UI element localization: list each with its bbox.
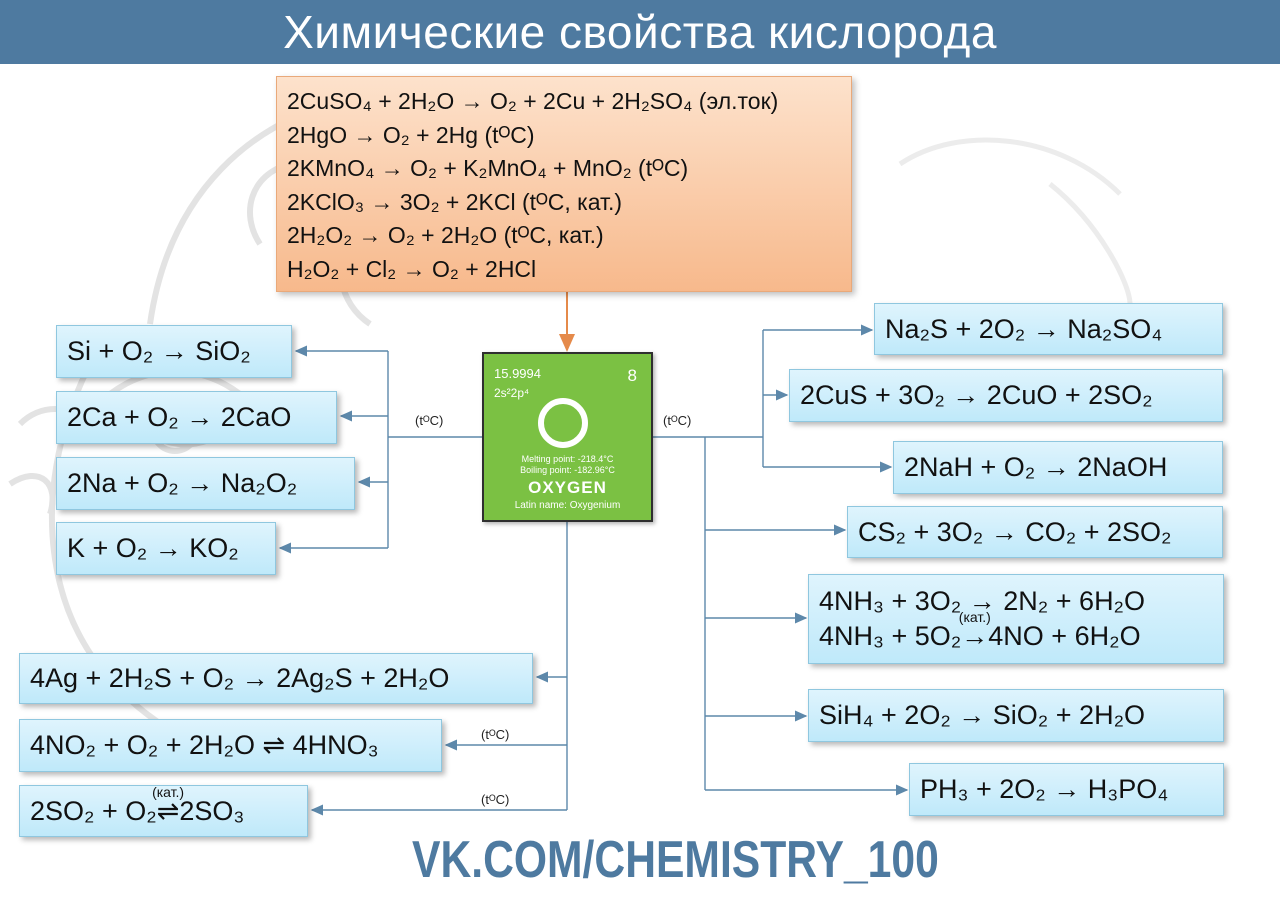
oxygen-element-tile: 15.9994 8 2s²2p⁴ Melting point: -218.4°C… — [482, 352, 653, 522]
condition-label-bottom: (tᴼC) — [481, 727, 510, 742]
reaction-line: 4NH₃ + 5O₂(кат.)→4NO + 6H₂O — [819, 610, 1141, 651]
element-symbol-o-icon — [538, 398, 588, 448]
equilibrium-arrow: ⇌ — [156, 795, 180, 826]
reaction-box: K + O₂ → KO₂ — [56, 522, 276, 575]
reaction-text: 2SO₂ + O₂ — [30, 795, 157, 826]
reaction-box: 2CuS + 3O₂ → 2CuO + 2SO₂ — [789, 369, 1223, 422]
decomposition-reaction: 2KClO₃ → 3O₂ + 2KCl (tᴼC, кат.) — [287, 188, 623, 215]
melting-point: Melting point: -218.4°C — [521, 454, 614, 464]
decomposition-reaction: 2CuSO₄ + 2H₂O → O₂ + 2Cu + 2H₂SO₄ (эл.то… — [287, 88, 779, 114]
element-name: OXYGEN — [528, 478, 607, 497]
reaction-box: 2Na + O₂ → Na₂O₂ — [56, 457, 355, 510]
reaction-text: 4NH₃ + 3O₂ → 2N₂ + 6H₂O — [819, 586, 1146, 616]
reaction-text: 2CuS + 3O₂ → 2CuO + 2SO₂ — [800, 380, 1153, 410]
reaction-box: 2NaH + O₂ → 2NaOH — [893, 441, 1223, 494]
reaction-text: 2SO₃ — [179, 795, 245, 826]
decomposition-reaction: H₂O₂ + Cl₂ → O₂ + 2HCl — [287, 255, 537, 282]
reaction-text: 4NO₂ + O₂ + 2H₂O ⇌ 4HNO₃ — [30, 730, 379, 760]
reaction-text: Na₂S + 2O₂ → Na₂SO₄ — [885, 313, 1163, 344]
reaction-text: CS₂ + 3O₂ → CO₂ + 2SO₂ — [858, 516, 1172, 547]
reaction-box: 4Ag + 2H₂S + O₂ → 2Ag₂S + 2H₂O — [19, 653, 533, 704]
atomic-number: 8 — [627, 366, 637, 385]
reaction-text: PH₃ + 2O₂ → H₃PO₄ — [920, 774, 1169, 804]
condition-label-bottom: (tᴼC) — [481, 792, 510, 807]
reaction-text: 2Ca + O₂ → 2CaO — [67, 402, 292, 432]
reaction-text: Si + O₂ → SiO₂ — [67, 336, 251, 366]
reaction-text: 2NaH + O₂ → 2NaOH — [904, 452, 1168, 482]
catalyst-arrow: (кат.)→ — [959, 610, 991, 651]
reaction-box: 4NH₃ + 3O₂ → 2N₂ + 6H₂O 4NH₃ + 5O₂(кат.)… — [808, 574, 1224, 664]
boiling-point: Boiling point: -182.96°C — [520, 465, 615, 475]
atomic-mass: 15.9994 — [494, 366, 541, 381]
reaction-text: 4NO + 6H₂O — [988, 621, 1141, 651]
oxygen-production-reactions: 2CuSO₄ + 2H₂O → O₂ + 2Cu + 2H₂SO₄ (эл.то… — [276, 76, 852, 292]
catalyst-label: (кат.) — [152, 783, 185, 800]
reaction-box: 4NO₂ + O₂ + 2H₂O ⇌ 4HNO₃ — [19, 719, 442, 772]
reaction-box: 2SO₂ + O₂ (кат.) ⇌ 2SO₃ — [19, 785, 308, 837]
electron-configuration: 2s²2p⁴ — [494, 386, 530, 400]
latin-name: Latin name: Oxygenium — [514, 500, 621, 511]
decomposition-reaction: 2H₂O₂ → O₂ + 2H₂O (tᴼC, кат.) — [287, 222, 604, 248]
reaction-box: CS₂ + 3O₂ → CO₂ + 2SO₂ — [847, 506, 1223, 558]
reaction-text: 4NH₃ + 5O₂ — [819, 621, 962, 651]
reaction-box: PH₃ + 2O₂ → H₃PO₄ — [909, 763, 1224, 816]
reaction-box: 2Ca + O₂ → 2CaO — [56, 391, 337, 444]
reaction-text: K + O₂ → KO₂ — [67, 533, 239, 563]
reaction-box: SiH₄ + 2O₂ → SiO₂ + 2H₂O — [808, 689, 1224, 742]
reaction-text: 2Na + O₂ → Na₂O₂ — [67, 468, 298, 498]
reaction-text: 4Ag + 2H₂S + O₂ → 2Ag₂S + 2H₂O — [30, 663, 450, 693]
footer-watermark: VK.COM/CHEMISTRY_100 — [412, 831, 939, 889]
reaction-box: Na₂S + 2O₂ → Na₂SO₄ — [874, 303, 1223, 355]
catalyst-arrow: (кат.) ⇌ — [152, 785, 184, 826]
condition-label-left: (tᴼC) — [415, 413, 444, 428]
reaction-box: Si + O₂ → SiO₂ — [56, 325, 292, 378]
reaction-arrow: → — [961, 621, 989, 651]
catalyst-label: (кат.) — [958, 609, 991, 625]
condition-label-right: (tᴼC) — [663, 413, 692, 428]
reaction-text: SiH₄ + 2O₂ → SiO₂ + 2H₂O — [819, 700, 1146, 730]
header-bar: Химические свойства кислорода — [0, 0, 1280, 64]
decomposition-reaction: 2KMnO₄ → O₂ + K₂MnO₄ + MnO₂ (tᴼC) — [287, 155, 689, 181]
decomposition-reaction: 2HgO → O₂ + 2Hg (tᴼC) — [287, 121, 535, 148]
page-title: Химические свойства кислорода — [283, 6, 997, 58]
